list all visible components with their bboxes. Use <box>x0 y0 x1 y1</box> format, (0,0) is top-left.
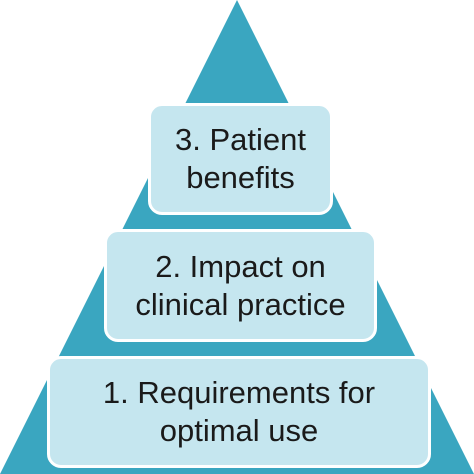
pyramid-level-1: 1. Requirements for optimal use <box>47 356 431 468</box>
level-1-line-2: optimal use <box>159 413 319 448</box>
level-3-line-2: benefits <box>186 160 295 195</box>
level-1-line-1: 1. Requirements for <box>102 375 376 410</box>
level-3-line-1: 3. Patient <box>175 122 306 157</box>
level-2-line-1: 2. Impact on <box>155 248 326 284</box>
pyramid-level-2: 2. Impact on clinical practice <box>104 229 377 342</box>
level-2-line-2: clinical practice <box>135 286 346 322</box>
pyramid-level-3: 3. Patient benefits <box>148 103 333 215</box>
